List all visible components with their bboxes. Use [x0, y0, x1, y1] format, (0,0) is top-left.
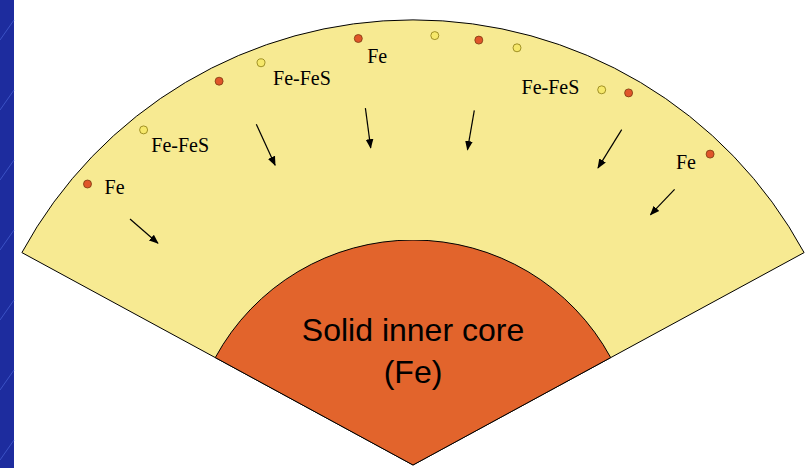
droplet-label: Fe [367, 45, 387, 67]
fe-dot [706, 150, 714, 158]
sinking-arrows [130, 108, 675, 243]
sinking-arrow [468, 110, 475, 149]
fe-dot [475, 36, 483, 44]
sinking-arrow [256, 124, 275, 165]
sinking-arrow [651, 189, 675, 214]
sinking-arrow [365, 108, 370, 148]
fe-fes-dot [513, 44, 521, 52]
fe-dot [625, 89, 633, 97]
fe-fes-dot [257, 59, 265, 67]
droplet-label: Fe-FeS [151, 134, 209, 156]
slide-border [0, 0, 14, 468]
slide-border-pattern [0, 20, 14, 460]
outer-core-sector [22, 20, 804, 465]
sinking-arrow [598, 130, 622, 168]
inner-core-sector [215, 240, 610, 465]
droplet-label: Fe [676, 151, 696, 173]
droplet-label: Fe-FeS [273, 67, 331, 89]
inner-core-node: Solid inner core (Fe) [215, 240, 611, 468]
fe-fes-dot [598, 86, 606, 94]
sinking-arrow [130, 219, 158, 243]
node-label: Solid inner core (Fe) [283, 310, 543, 393]
fe-dot [84, 180, 92, 188]
fe-dot [215, 77, 223, 85]
droplet-label: Fe [105, 176, 125, 198]
fe-dot [354, 35, 362, 43]
droplet-label: Fe-FeS [522, 76, 580, 98]
fe-fes-droplets [140, 32, 606, 134]
iron-droplets [84, 35, 715, 189]
fe-fes-dot [140, 126, 148, 134]
fe-fes-dot [431, 32, 439, 40]
